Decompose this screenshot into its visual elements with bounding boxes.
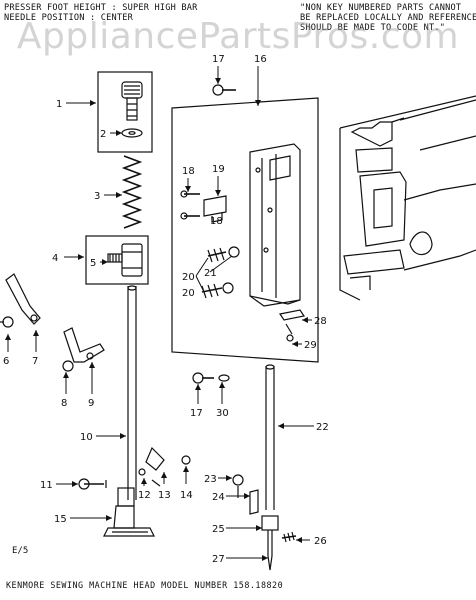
- header-right-line-2: BE REPLACED LOCALLY AND REFERENCE: [300, 13, 476, 23]
- presser-foot-part: [103, 487, 155, 537]
- callout-22: 22: [316, 422, 329, 433]
- callout-9: 9: [88, 398, 94, 409]
- callout-numbers: 1 2 3 4 5 6 7 8 9 10 11 12 13 14 15 16 1…: [3, 54, 329, 565]
- callout-7: 7: [32, 356, 38, 367]
- callout-19: 19: [212, 164, 225, 175]
- callout-26: 26: [314, 536, 327, 547]
- callout-29: 29: [304, 340, 317, 351]
- machine-head-casting: [339, 95, 476, 301]
- nut-part: [181, 455, 191, 465]
- corner-mark: E/5: [12, 546, 29, 556]
- callout-21: 21: [204, 268, 217, 279]
- callout-15: 15: [54, 514, 67, 525]
- callout-28: 28: [314, 316, 327, 327]
- callout-24: 24: [212, 492, 225, 503]
- header-right-line-1: "NON KEY NUMBERED PARTS CANNOT: [300, 3, 462, 13]
- watermark: AppliancePartsPros.com: [16, 16, 460, 57]
- needle-bar-part: [265, 364, 275, 510]
- callout-25: 25: [212, 524, 225, 535]
- header-left: PRESSER FOOT HEIGHT : SUPER HIGH BAR NEE…: [4, 3, 197, 23]
- thumb-screw-part: [78, 478, 107, 490]
- callout-6: 6: [3, 356, 9, 367]
- knob-detail-box: [97, 71, 153, 153]
- pressure-knob-part: [121, 81, 143, 121]
- callout-8: 8: [61, 398, 67, 409]
- callout-30: 30: [216, 408, 229, 419]
- header-right: "NON KEY NUMBERED PARTS CANNOT BE REPLAC…: [300, 3, 476, 33]
- callout-18: 18: [182, 166, 195, 177]
- presser-bar-part: [127, 285, 137, 500]
- callout-17-top: 17: [212, 54, 225, 65]
- header-right-line-3: SHOULD BE MADE TO CODE NT.": [300, 23, 446, 33]
- callout-13: 13: [158, 490, 171, 501]
- header-left-line-2: NEEDLE POSITION : CENTER: [4, 13, 133, 23]
- callout-leader-lines: [7, 66, 314, 559]
- collar-part: [107, 243, 143, 277]
- top-screw-part: [212, 84, 236, 96]
- callout-17-bottom: 17: [190, 408, 203, 419]
- bottom-screw-part: [192, 372, 230, 384]
- collar-detail-box: [85, 235, 149, 285]
- callout-10: 10: [80, 432, 93, 443]
- callout-1: 1: [56, 99, 62, 110]
- callout-11: 11: [40, 480, 53, 491]
- callout-23: 23: [204, 474, 217, 485]
- clamp-lever-part: [138, 446, 165, 487]
- spring-part: [121, 155, 143, 229]
- callout-4: 4: [52, 253, 58, 264]
- callout-12: 12: [138, 490, 151, 501]
- callout-18-lower: 18: [210, 216, 223, 227]
- callout-20: 20: [182, 272, 195, 283]
- callout-2: 2: [100, 129, 106, 140]
- lifter-lever-part: [0, 273, 41, 328]
- callout-27: 27: [212, 554, 225, 565]
- model-footer: KENMORE SEWING MACHINE HEAD MODEL NUMBER…: [6, 580, 284, 590]
- thread-release-part: [62, 327, 105, 372]
- presser-bar-bracket-part: [249, 143, 301, 307]
- callout-arrowheads: [5, 78, 308, 561]
- bracket-plate-part: [279, 309, 305, 342]
- callout-3: 3: [94, 191, 100, 202]
- callout-20-lower: 20: [182, 288, 195, 299]
- needle-clamp-part: [261, 515, 297, 543]
- callout-5: 5: [90, 258, 96, 269]
- washer-part: [121, 128, 143, 138]
- bracket-frame-box: [171, 97, 319, 363]
- callout-14: 14: [180, 490, 193, 501]
- header-left-line-1: PRESSER FOOT HEIGHT : SUPER HIGH BAR: [4, 3, 198, 13]
- needle-part: [267, 530, 273, 571]
- thread-guide-part: [180, 190, 227, 223]
- callout-16: 16: [254, 54, 267, 65]
